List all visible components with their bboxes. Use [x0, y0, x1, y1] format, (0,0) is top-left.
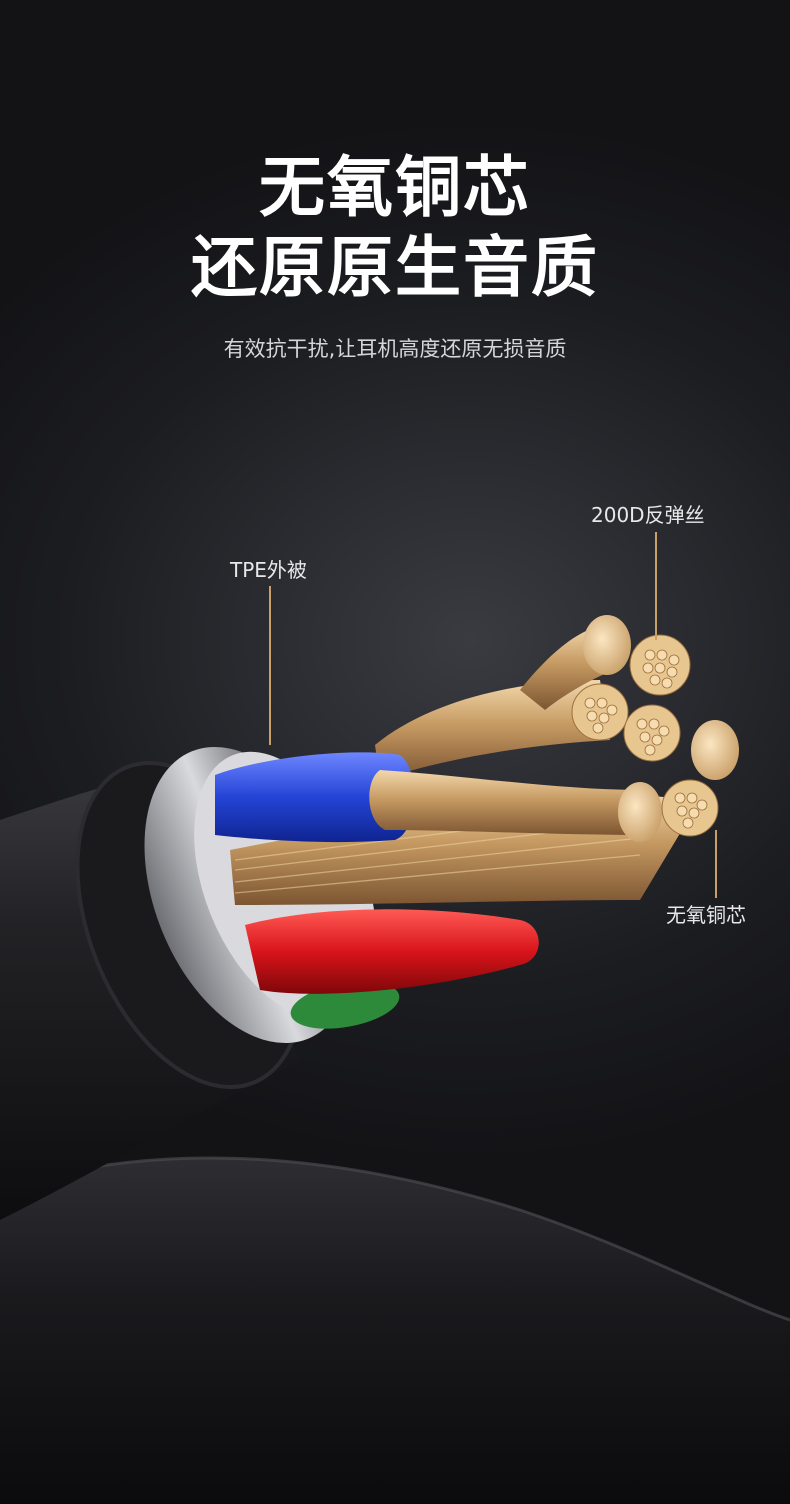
- callout-copper-label: 无氧铜芯: [666, 903, 746, 927]
- headline-line-1: 无氧铜芯: [259, 149, 531, 226]
- red-insulation: [245, 909, 539, 994]
- blue-insulation: [215, 752, 415, 843]
- callout-jacket-label: TPE外被: [230, 558, 307, 582]
- callout-aramid-label: 200D反弹丝: [591, 503, 705, 527]
- copper-rod: [369, 770, 640, 835]
- subtitle: 有效抗干扰,让耳机高度还原无损音质: [223, 337, 567, 361]
- strand-ends: [571, 615, 739, 837]
- headline-line-2: 还原原生音质: [191, 229, 599, 306]
- cable-lower-loop: [0, 1157, 790, 1504]
